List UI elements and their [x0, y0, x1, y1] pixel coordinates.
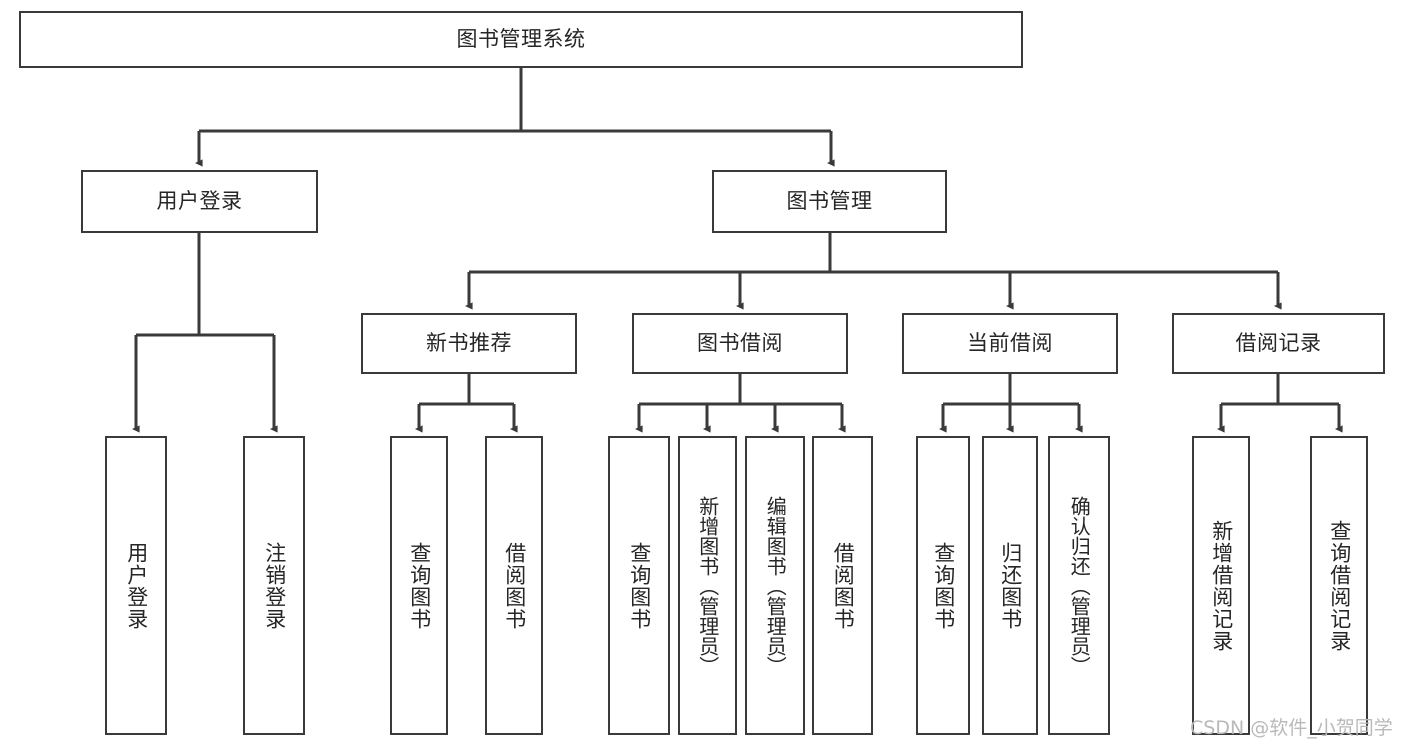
node-leaf-query-book-recommend[interactable]: 查询图书 [390, 436, 448, 735]
node-leaf-query-book-current[interactable]: 查询图书 [916, 436, 970, 735]
node-leaf-return-book[interactable]: 归还图书 [982, 436, 1038, 735]
node-leaf-user-login[interactable]: 用户登录 [105, 436, 167, 735]
node-user-login[interactable]: 用户登录 [81, 170, 318, 233]
node-leaf-confirm-return-admin[interactable]: 确认归还（管理员） [1048, 436, 1110, 735]
node-root[interactable]: 图书管理系统 [19, 11, 1023, 68]
node-leaf-add-borrow-record[interactable]: 新增借阅记录 [1192, 436, 1250, 735]
node-leaf-user-logout[interactable]: 注销登录 [243, 436, 305, 735]
node-book-management[interactable]: 图书管理 [712, 170, 947, 233]
node-leaf-borrow-book-recommend[interactable]: 借阅图书 [485, 436, 543, 735]
node-leaf-borrow-book[interactable]: 借阅图书 [812, 436, 873, 735]
node-new-book-recommend[interactable]: 新书推荐 [361, 313, 577, 374]
node-book-borrow[interactable]: 图书借阅 [632, 313, 848, 374]
node-leaf-query-book-borrow[interactable]: 查询图书 [608, 436, 670, 735]
node-leaf-add-book-admin[interactable]: 新增图书（管理员） [678, 436, 737, 735]
node-current-borrow[interactable]: 当前借阅 [902, 313, 1118, 374]
node-leaf-edit-book-admin[interactable]: 编辑图书（管理员） [745, 436, 805, 735]
csdn-watermark: CSDN @软件_小贺同学 [1190, 717, 1393, 739]
node-leaf-query-borrow-record[interactable]: 查询借阅记录 [1310, 436, 1368, 735]
node-borrow-record[interactable]: 借阅记录 [1172, 313, 1385, 374]
